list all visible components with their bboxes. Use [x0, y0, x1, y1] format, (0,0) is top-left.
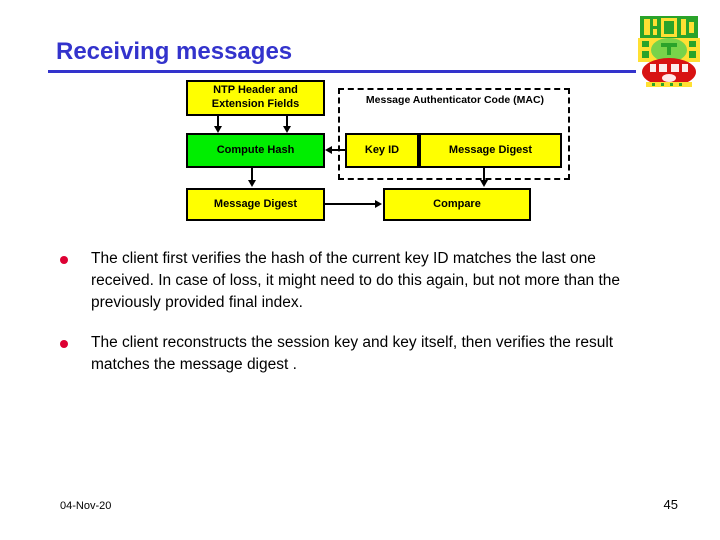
title-underline-rule — [48, 70, 636, 73]
bullet-dot-icon — [60, 256, 68, 264]
arrow-hash-to-digest-head — [248, 180, 256, 187]
bullet-dot-icon — [60, 340, 68, 348]
footer-page-number: 45 — [663, 497, 678, 512]
arrow-ntp-to-hash-2-head — [283, 126, 291, 133]
arrow-mac-to-hash-head — [325, 146, 332, 154]
arrow-ntp-to-hash-2-line — [286, 116, 288, 127]
bullet-list: The client first verifies the hash of th… — [60, 248, 660, 394]
diagram-box-compare: Compare — [383, 188, 531, 221]
bullet-text: The client first verifies the hash of th… — [91, 250, 621, 311]
arrow-ntp-to-hash-1-line — [217, 116, 219, 127]
diagram-box-ntp-header: NTP Header and Extension Fields — [186, 80, 325, 116]
mayan-glyph-logo-icon — [634, 12, 704, 88]
arrow-digest-right-to-compare-line — [483, 168, 485, 181]
mac-group-label: Message Authenticator Code (MAC) — [365, 94, 545, 106]
list-item: The client first verifies the hash of th… — [60, 248, 660, 314]
list-item: The client reconstructs the session key … — [60, 332, 660, 376]
arrow-digest-right-to-compare-head — [480, 180, 488, 187]
arrow-ntp-to-hash-1-head — [214, 126, 222, 133]
bullet-text: The client reconstructs the session key … — [91, 334, 614, 373]
diagram-box-compute-hash: Compute Hash — [186, 133, 325, 168]
arrow-mac-to-hash-line — [332, 149, 345, 151]
arrow-hash-to-digest-line — [251, 168, 253, 181]
mac-group-outline — [338, 88, 570, 180]
diagram-box-key-id: Key ID — [345, 133, 419, 168]
arrow-digest-left-to-compare-line — [325, 203, 376, 205]
footer-date: 04-Nov-20 — [60, 500, 112, 512]
diagram-box-message-digest-right: Message Digest — [419, 133, 562, 168]
arrow-digest-left-to-compare-head — [375, 200, 382, 208]
page-title: Receiving messages — [56, 38, 293, 65]
flow-diagram: Message Authenticator Code (MAC) NTP Hea… — [0, 0, 720, 240]
diagram-box-message-digest-left: Message Digest — [186, 188, 325, 221]
